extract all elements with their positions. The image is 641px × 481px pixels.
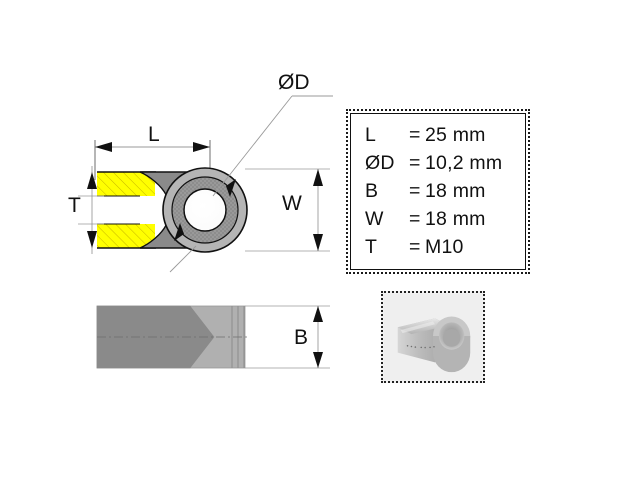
spec-equals: = <box>409 152 421 174</box>
dimension-T-arrow-upper <box>87 172 97 189</box>
dimension-B-arrow-top <box>313 306 323 322</box>
product-photo-frame <box>381 291 485 383</box>
spec-row: ØD = 10,2 mm <box>365 152 525 180</box>
specification-inner: L = 25 mm ØD = 10,2 mm B = 18 mm W = 18 … <box>350 113 526 270</box>
dimension-B-arrow-bottom <box>313 352 323 368</box>
dimension-T <box>78 195 104 225</box>
dimension-label-thread: T <box>68 194 81 217</box>
spec-symbol: W <box>365 208 384 230</box>
spec-equals: = <box>409 180 421 202</box>
dimension-L-arrow-right <box>193 142 210 152</box>
bearing-split-mark-upper <box>226 179 236 197</box>
dimension-W <box>245 168 330 252</box>
spec-equals: = <box>409 124 421 146</box>
side-view-group <box>96 305 330 369</box>
dimension-label-width: W <box>282 192 302 215</box>
dimension-T-arrow-lower <box>87 231 97 248</box>
spec-equals: = <box>409 208 421 230</box>
spec-value: 18 mm <box>425 180 486 202</box>
leader-line-section <box>169 245 197 273</box>
product-photo <box>384 294 482 380</box>
bearing-split-mark-lower <box>174 223 184 241</box>
dimension-L-arrow-left <box>95 142 112 152</box>
spec-value: 25 mm <box>425 124 486 146</box>
dimension-label-length: L <box>148 123 160 146</box>
spec-row: T = M10 <box>365 236 525 264</box>
rod-end-fitting-photo-illustration <box>384 294 482 380</box>
spec-value: 10,2 mm <box>425 152 503 174</box>
spec-symbol: T <box>365 236 378 258</box>
spec-value: M10 <box>425 236 464 258</box>
dimension-label-thickness: B <box>294 326 309 349</box>
top-view-group <box>78 95 333 273</box>
spec-row: L = 25 mm <box>365 124 525 152</box>
specification-box: L = 25 mm ØD = 10,2 mm B = 18 mm W = 18 … <box>346 109 530 274</box>
spec-equals: = <box>409 236 421 258</box>
dimension-label-diameter: ØD <box>278 71 310 94</box>
spec-row: W = 18 mm <box>365 208 525 236</box>
dimension-W-arrow-bottom <box>313 234 323 251</box>
eye-bore <box>183 188 227 232</box>
spec-symbol: L <box>365 124 377 146</box>
spec-symbol: B <box>365 180 379 202</box>
spec-symbol: ØD <box>365 152 395 174</box>
dimension-B <box>245 305 330 369</box>
dimension-W-arrow-top <box>313 169 323 186</box>
thread-band-lower <box>97 223 156 249</box>
leader-line-od <box>212 95 293 197</box>
spec-value: 18 mm <box>425 208 486 230</box>
spec-row: B = 18 mm <box>365 180 525 208</box>
